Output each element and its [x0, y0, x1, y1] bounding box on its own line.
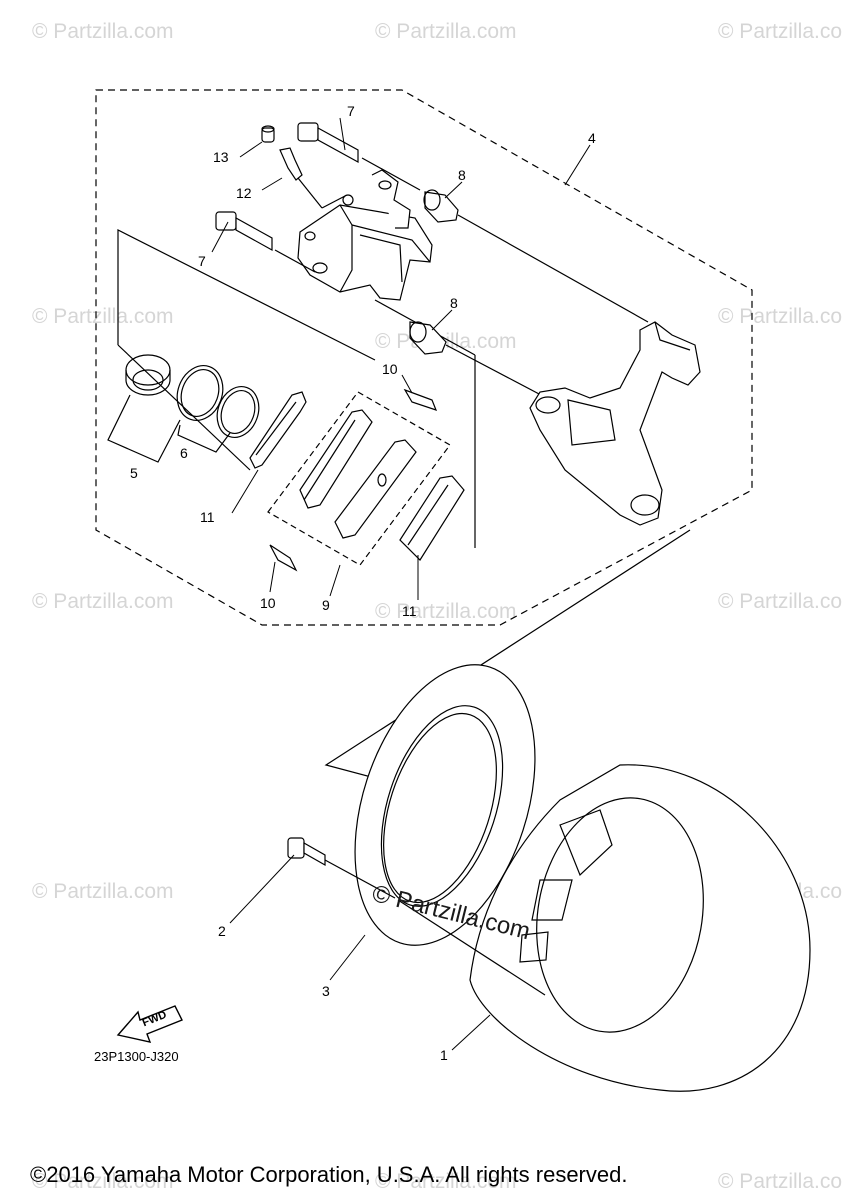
- bleed-screw: [279, 147, 354, 209]
- watermark: © Partzilla.com: [32, 880, 174, 903]
- callout-3: 3: [322, 983, 330, 999]
- watermark: © Partzilla.com: [32, 20, 174, 43]
- callout-2: 2: [218, 923, 226, 939]
- diagram-code: 23P1300-J320: [94, 1049, 179, 1064]
- watermark: © Partzilla.com: [375, 1170, 517, 1193]
- disc-spacer-ring: [354, 664, 536, 946]
- callout-10-lower: 10: [260, 595, 276, 611]
- callout-7-upper: 7: [347, 103, 355, 119]
- brake-disc: [469, 764, 811, 1092]
- callout-8-upper: 8: [458, 167, 466, 183]
- watermark: © Partzilla.com: [375, 20, 517, 43]
- callout-8-lower: 8: [450, 295, 458, 311]
- caliper-bolt-upper: [297, 122, 421, 191]
- callout-9: 9: [322, 597, 330, 613]
- dust-seal: [216, 386, 260, 438]
- brake-pad-right: [334, 439, 417, 539]
- watermark: © Partzilla.com: [718, 590, 843, 613]
- watermark: © Partzilla.com: [718, 20, 843, 43]
- watermark: © Partzilla.com: [375, 600, 517, 623]
- disc-bolt: [287, 837, 396, 899]
- callout-4: 4: [588, 130, 596, 146]
- bleeder-cap: [261, 125, 275, 143]
- caliper-assembly-outline: [95, 89, 753, 626]
- callout-7-lower: 7: [198, 253, 206, 269]
- seal-kit-outline: [117, 344, 251, 471]
- fwd-arrow: [116, 1005, 183, 1043]
- boot-lower: [409, 321, 561, 406]
- callout-1: 1: [440, 1047, 448, 1063]
- pad-shim-left: [249, 391, 307, 469]
- pad-kit-outline: [267, 391, 451, 566]
- caliper-bracket: [529, 321, 701, 526]
- pad-shim-right: [399, 475, 465, 561]
- pad-spring-lower: [269, 544, 298, 572]
- callout-12: 12: [236, 185, 252, 201]
- callout-6: 6: [180, 445, 188, 461]
- watermark: © Partzilla.com: [718, 1170, 843, 1193]
- callout-13: 13: [213, 149, 229, 165]
- boot-upper: [423, 189, 649, 323]
- watermark: © Partzilla.com: [718, 305, 843, 328]
- caliper-body: [297, 169, 433, 301]
- watermark: © Partzilla.com: [32, 305, 174, 328]
- callout-11-right: 11: [402, 603, 417, 619]
- copyright-notice: ©2016 Yamaha Motor Corporation, U.S.A. A…: [30, 1162, 628, 1187]
- brake-pad-left: [299, 409, 373, 509]
- callout-10-upper: 10: [382, 361, 398, 377]
- callout-5: 5: [130, 465, 138, 481]
- callout-11-left: 11: [200, 509, 215, 525]
- watermark: © Partzilla.com: [32, 590, 174, 613]
- seal-kit-outline: [117, 229, 376, 361]
- caliper-bolt-lower: [215, 211, 316, 273]
- piston: [125, 354, 171, 396]
- watermark: © Partzilla.com: [32, 1170, 174, 1193]
- pad-spring-upper: [403, 388, 438, 411]
